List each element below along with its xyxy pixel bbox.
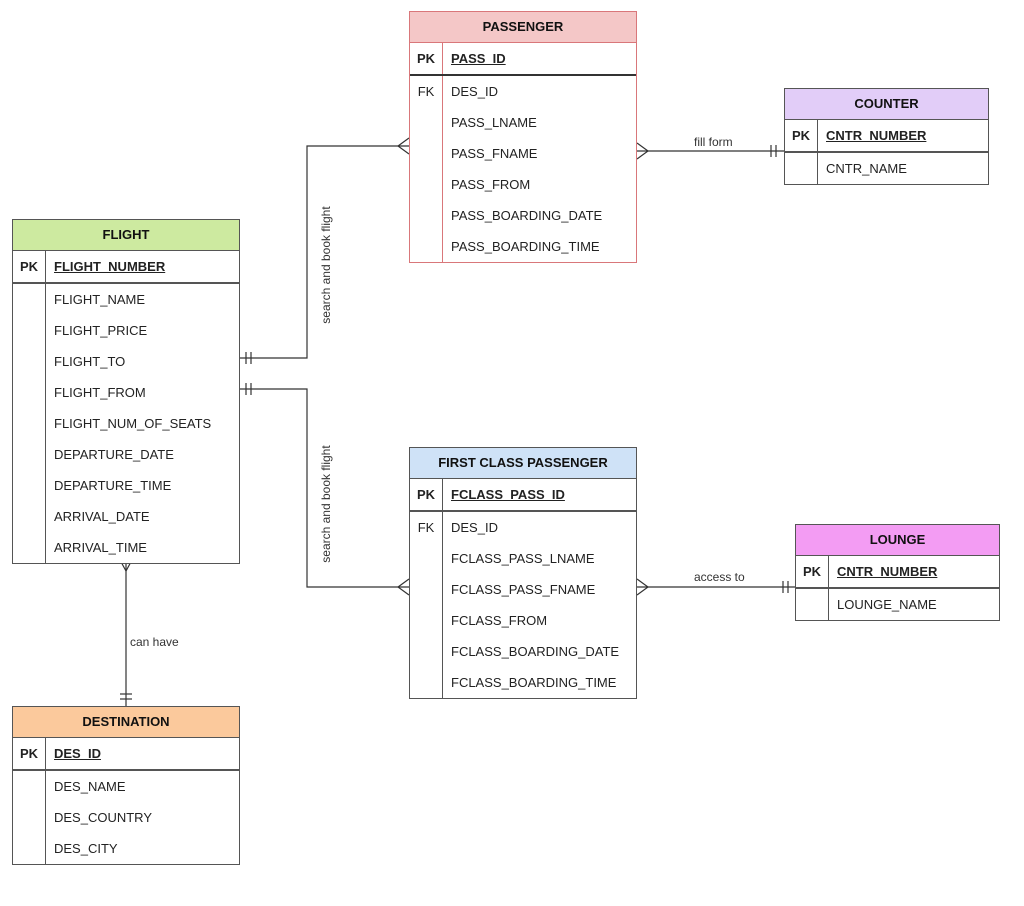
fk-label: FK bbox=[417, 520, 435, 535]
field: DEPARTURE_DATE bbox=[54, 447, 174, 462]
field: DES_COUNTRY bbox=[54, 810, 153, 825]
field: PASS_BOARDING_DATE bbox=[451, 208, 603, 223]
entity-title: LOUNGE bbox=[796, 525, 999, 556]
entity-passenger: PASSENGER PK PASS_ID FK DES_ID PASS_LNAM… bbox=[409, 11, 637, 263]
pk-field: PASS_ID bbox=[451, 51, 506, 66]
pk-label: PK bbox=[13, 738, 46, 769]
pk-label: PK bbox=[796, 556, 829, 587]
entity-counter: COUNTER PK CNTR_NUMBER CNTR_NAME bbox=[784, 88, 989, 185]
pk-label: PK bbox=[13, 251, 46, 282]
field: DES_ID bbox=[451, 520, 498, 535]
field: PASS_LNAME bbox=[451, 115, 537, 130]
entity-title: COUNTER bbox=[785, 89, 988, 120]
field: FLIGHT_FROM bbox=[54, 385, 146, 400]
field: PASS_FROM bbox=[451, 177, 531, 192]
field: CNTR_NAME bbox=[826, 161, 907, 176]
field: FCLASS_BOARDING_DATE bbox=[451, 644, 620, 659]
entity-destination: DESTINATION PK DES_ID DES_NAME DES_COUNT… bbox=[12, 706, 240, 865]
entity-lounge: LOUNGE PK CNTR_NUMBER LOUNGE_NAME bbox=[795, 524, 1000, 621]
field: FCLASS_BOARDING_TIME bbox=[451, 675, 617, 690]
field: FLIGHT_PRICE bbox=[54, 323, 148, 338]
pk-field: DES_ID bbox=[54, 746, 101, 761]
field: DES_CITY bbox=[54, 841, 118, 856]
field: FCLASS_FROM bbox=[451, 613, 548, 628]
field: DES_NAME bbox=[54, 779, 126, 794]
field: LOUNGE_NAME bbox=[837, 597, 937, 612]
entity-title: FIRST CLASS PASSENGER bbox=[410, 448, 636, 479]
pk-field: CNTR_NUMBER bbox=[837, 564, 938, 579]
line-flight-firstclass bbox=[240, 388, 409, 588]
pk-field: FLIGHT_NUMBER bbox=[54, 259, 166, 274]
label-search-book-1: search and book flight bbox=[319, 206, 333, 324]
label-search-book-2: search and book flight bbox=[319, 445, 333, 563]
pk-label: PK bbox=[785, 120, 818, 151]
entity-flight: FLIGHT PK FLIGHT_NUMBER FLIGHT_NAME FLIG… bbox=[12, 219, 240, 564]
pk-field: CNTR_NUMBER bbox=[826, 128, 927, 143]
label-fill-form: fill form bbox=[694, 135, 733, 149]
line-flight-passenger bbox=[240, 145, 409, 359]
field: PASS_FNAME bbox=[451, 146, 538, 161]
field: DES_ID bbox=[451, 84, 498, 99]
field: PASS_BOARDING_TIME bbox=[451, 239, 600, 254]
field: FLIGHT_NUM_OF_SEATS bbox=[54, 416, 212, 431]
field: DEPARTURE_TIME bbox=[54, 478, 172, 493]
pk-field: FCLASS_PASS_ID bbox=[451, 487, 565, 502]
fk-label: FK bbox=[417, 84, 435, 99]
pk-label: PK bbox=[410, 479, 443, 510]
label-can-have: can have bbox=[130, 635, 179, 649]
entity-first-class-passenger: FIRST CLASS PASSENGER PK FCLASS_PASS_ID … bbox=[409, 447, 637, 699]
entity-title: DESTINATION bbox=[13, 707, 239, 738]
entity-title: FLIGHT bbox=[13, 220, 239, 251]
field: FCLASS_PASS_LNAME bbox=[451, 551, 595, 566]
field: ARRIVAL_DATE bbox=[54, 509, 150, 524]
field: ARRIVAL_TIME bbox=[54, 540, 147, 555]
pk-label: PK bbox=[410, 43, 443, 74]
entity-title: PASSENGER bbox=[410, 12, 636, 43]
field: FCLASS_PASS_FNAME bbox=[451, 582, 596, 597]
field: FLIGHT_TO bbox=[54, 354, 126, 369]
label-access-to: access to bbox=[694, 570, 745, 584]
field: FLIGHT_NAME bbox=[54, 292, 146, 307]
